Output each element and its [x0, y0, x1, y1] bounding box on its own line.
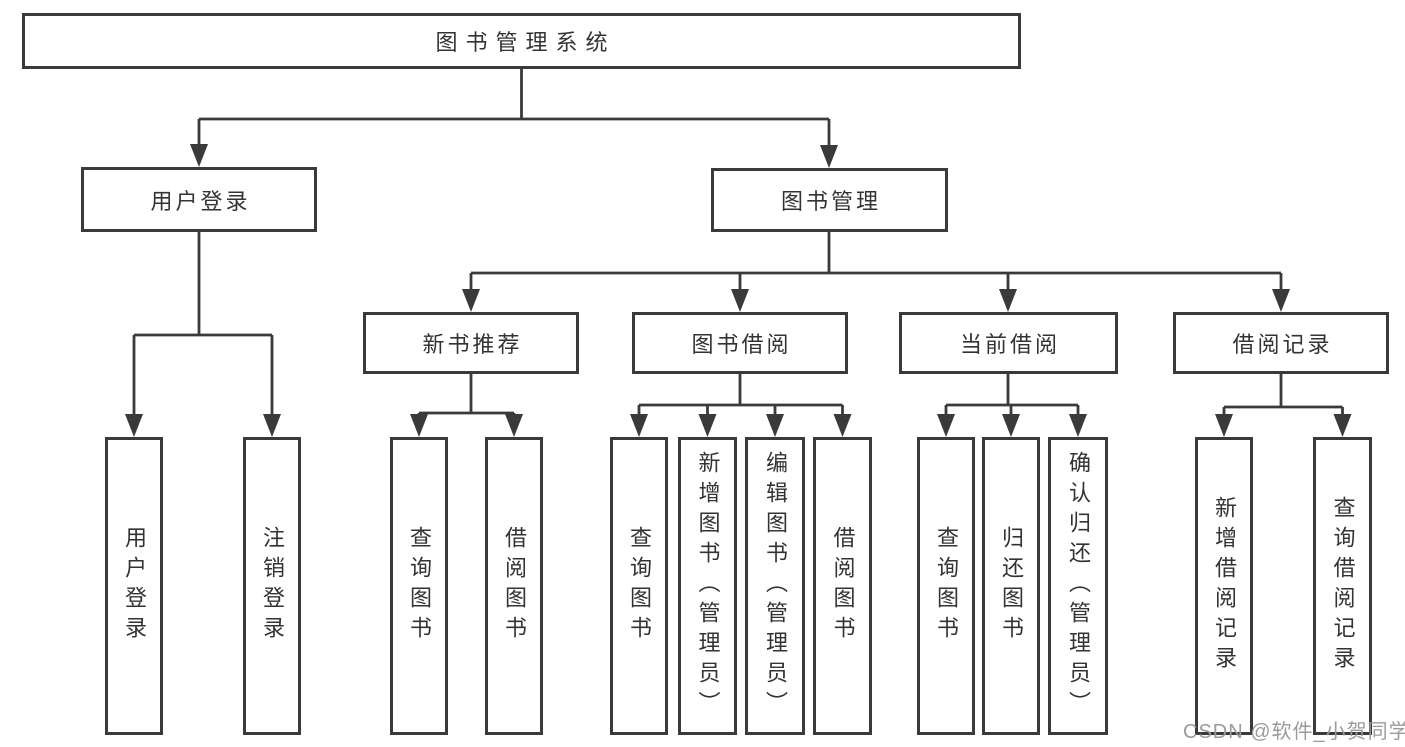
- leaf-user-login: 用户登录: [105, 437, 163, 735]
- leaf-query-books-current: 查询图书: [917, 437, 975, 735]
- arrowhead: [125, 414, 143, 437]
- arrowhead: [698, 414, 717, 437]
- node-borrow-records: 借阅记录: [1173, 312, 1389, 374]
- arrowhead: [630, 414, 648, 437]
- watermark: CSDN @软件_小贺同学: [1183, 721, 1405, 743]
- arrowhead: [190, 144, 208, 167]
- leaf-query-books-borrow: 查询图书: [610, 437, 668, 735]
- leaf-query-borrow-record: 查询借阅记录: [1313, 437, 1372, 735]
- leaf-edit-book-admin: 编辑图书（管理员）: [745, 437, 805, 735]
- leaf-add-borrow-record: 新增借阅记录: [1195, 437, 1253, 735]
- arrowhead: [462, 289, 480, 312]
- leaf-return-book: 归还图书: [982, 437, 1040, 735]
- node-book-borrow: 图书借阅: [632, 312, 848, 374]
- leaf-confirm-return-admin: 确认归还（管理员）: [1048, 437, 1108, 735]
- arrowhead: [1272, 289, 1290, 312]
- arrowhead: [999, 289, 1017, 312]
- arrowhead: [1002, 414, 1020, 437]
- node-library-system: 图书管理系统: [22, 13, 1021, 69]
- leaf-add-book-admin: 新增图书（管理员）: [678, 437, 737, 735]
- arrowhead: [263, 414, 281, 437]
- node-user-login: 用户登录: [81, 167, 317, 232]
- node-current-borrow: 当前借阅: [899, 312, 1118, 374]
- arrowhead: [1069, 414, 1087, 437]
- arrowhead: [766, 414, 784, 437]
- arrowhead: [1333, 414, 1352, 437]
- arrowhead: [820, 145, 838, 168]
- node-book-management: 图书管理: [711, 168, 948, 232]
- arrowhead: [937, 414, 955, 437]
- arrowhead: [1215, 414, 1233, 437]
- leaf-borrow-books-recommend: 借阅图书: [485, 437, 543, 735]
- arrowhead: [833, 414, 852, 437]
- leaf-borrow-books: 借阅图书: [813, 437, 872, 735]
- node-new-book-recommend: 新书推荐: [363, 312, 579, 374]
- leaf-logout: 注销登录: [243, 437, 301, 735]
- arrowhead: [505, 414, 523, 437]
- leaf-query-books-recommend: 查询图书: [390, 437, 448, 735]
- arrowhead: [410, 414, 428, 437]
- arrowhead: [731, 289, 749, 312]
